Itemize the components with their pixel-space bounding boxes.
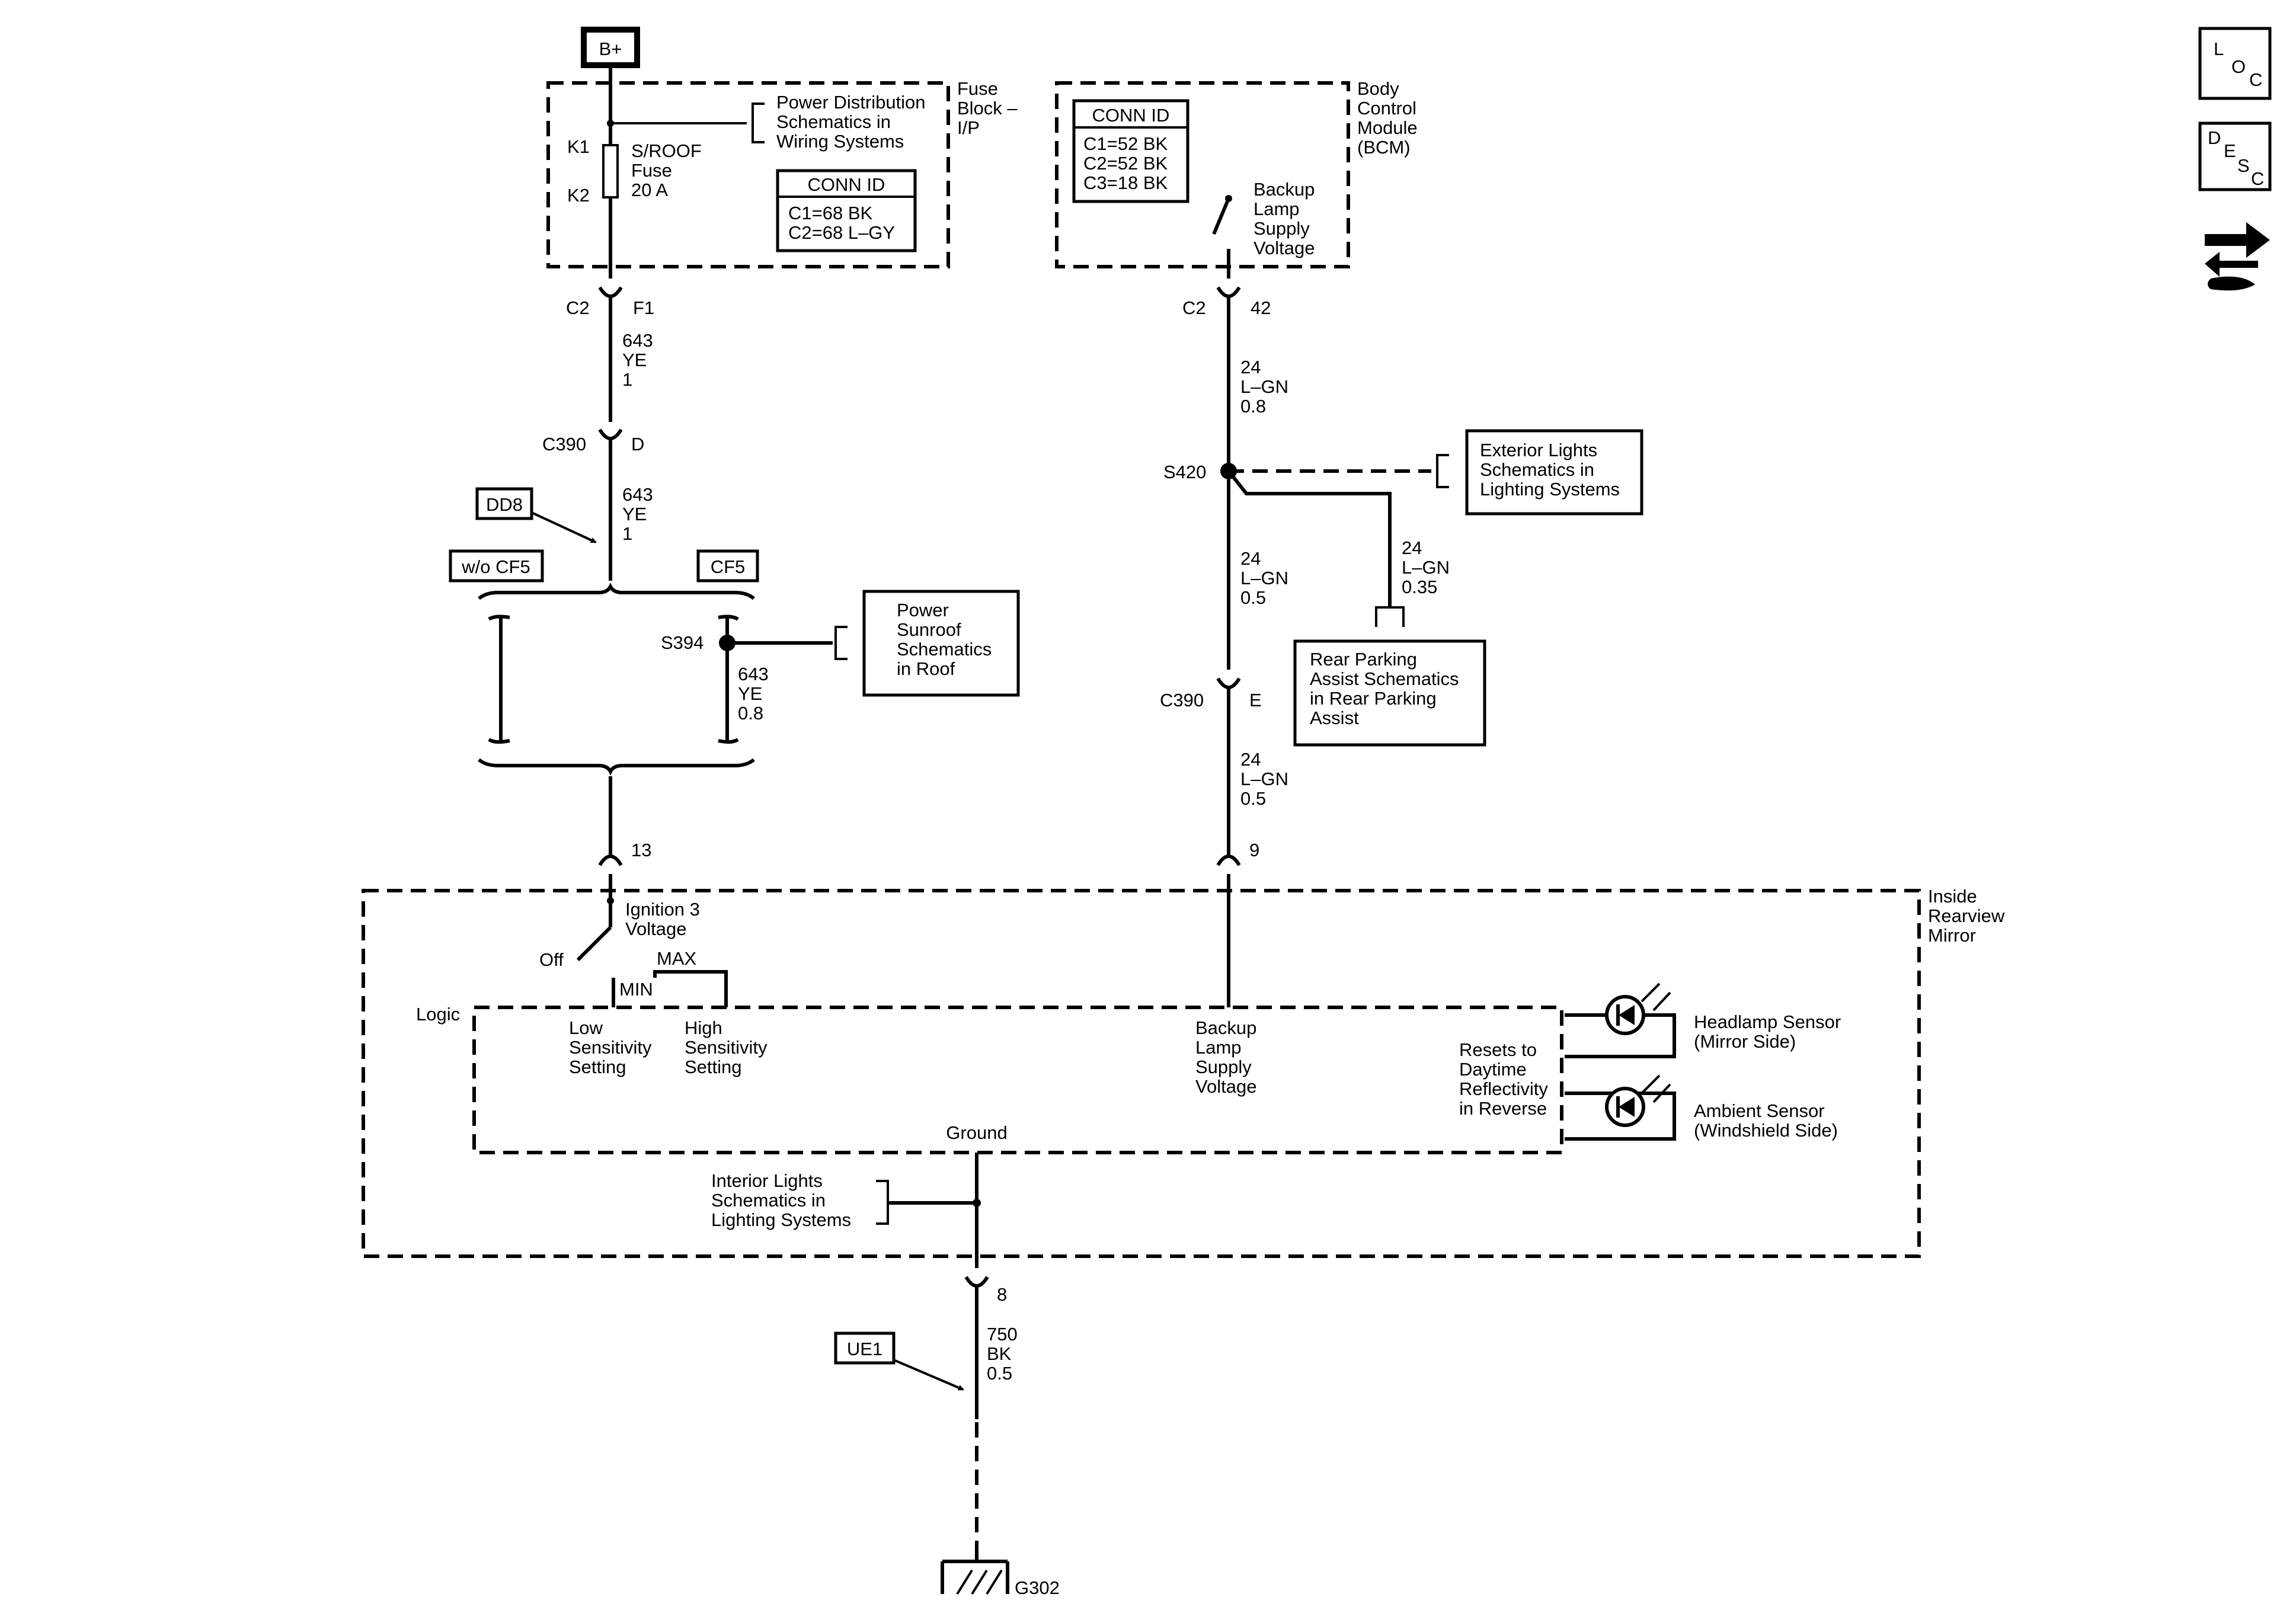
wire-643-ye-08-label: 643 YE 0.8	[738, 664, 773, 724]
pin-13-label: 13	[631, 840, 651, 860]
resets-daytime-label: Resets to Daytime Reflectivity in Revers…	[1459, 1039, 1553, 1119]
g302-label: G302	[1015, 1577, 1060, 1598]
bcm-conn-title: CONN ID	[1092, 105, 1170, 126]
svg-text:Power Sunroof Sche: Power Sunroof Schematics in Roof	[897, 600, 997, 679]
s420-label: S420	[1163, 462, 1206, 482]
rear-parking-assist-ref: Rear Parking Assist Schematics in Rear P…	[1293, 639, 1486, 747]
desc-icon[interactable]: D E S C	[2198, 121, 2272, 191]
s394-label: S394	[661, 632, 703, 653]
svg-text:D: D	[2208, 127, 2221, 148]
e-label: E	[1249, 690, 1262, 710]
body-control-module: Body Control Module (BCM) CONN ID C1=52 …	[1055, 78, 1422, 279]
battery-label: B+	[599, 39, 622, 59]
arrows-wrench-icon[interactable]	[2205, 222, 2270, 291]
svg-text:Rear Parking Assist Sche: Rear Parking Assist Schematics in Rear P…	[1310, 649, 1464, 728]
power-distribution-ref: Power Distribution Schematics in Wiring …	[776, 92, 930, 152]
svg-text:w/o CF5: w/o CF5	[461, 556, 530, 577]
bcm-conn-ids: C1=52 BK C2=52 BK C3=18 BK	[1083, 133, 1173, 193]
wire-643-ye-1b-label: 643 YE 1	[622, 484, 658, 544]
f1-label: F1	[633, 297, 654, 318]
pin-9-label: 9	[1249, 840, 1259, 860]
d-label: D	[631, 434, 644, 454]
loc-icon[interactable]: L O C	[2198, 27, 2272, 100]
svg-text:C: C	[2251, 168, 2264, 189]
interior-lights-ref: Interior Lights Schematics in Lighting S…	[711, 1170, 851, 1230]
wire-24-lgn-08-label: 24 L–GN 0.8	[1240, 357, 1294, 417]
headlamp-sensor-label: Headlamp Sensor (Mirror Side)	[1694, 1012, 1846, 1052]
k1-label: K1	[567, 136, 590, 157]
wire-643-ye-1-label: 643 YE 1	[622, 330, 658, 390]
c390-left-label: C390	[542, 434, 586, 454]
battery-terminal: B+	[581, 27, 640, 68]
svg-text:L: L	[2214, 39, 2224, 59]
low-sensitivity-label: Low Sensitivity Setting	[569, 1017, 657, 1077]
fuse-block-ip: Fuse Block – I/P Power Distribution Sche…	[546, 78, 1022, 268]
fuse-conn-ids: C1=68 BK C2=68 L–GY	[788, 203, 895, 243]
cf5-tag: CF5	[696, 549, 759, 582]
k2-label: K2	[567, 185, 590, 206]
backup-lamp-input-label: Backup Lamp Supply Voltage	[1195, 1017, 1262, 1097]
fuse-label: S/ROOF Fuse 20 A	[631, 140, 706, 200]
ignition-3-voltage-label: Ignition 3 Voltage	[625, 899, 705, 939]
ground-g302-icon	[941, 1555, 1009, 1595]
ambient-sensor-photodiode	[1565, 1074, 1676, 1141]
svg-text:S: S	[2237, 155, 2250, 176]
ue1-tag: UE1	[834, 1331, 964, 1391]
bcm-backup-supply-label: Backup Lamp Supply Voltage	[1253, 179, 1320, 258]
wo-cf5-tag: w/o CF5	[449, 549, 544, 582]
svg-text:E: E	[2224, 140, 2236, 161]
sroof-fuse	[602, 144, 619, 199]
high-sensitivity-label: High Sensitivity Setting	[685, 1017, 772, 1077]
svg-text:C: C	[2249, 69, 2262, 90]
exterior-lights-ref: Exterior Lights Schematics in Lighting S…	[1465, 429, 1643, 516]
dd8-tag: DD8	[475, 487, 597, 543]
max-label: MAX	[657, 948, 697, 969]
svg-text:CF5: CF5	[711, 556, 746, 577]
ambient-sensor-label: Ambient Sensor (Windshield Side)	[1694, 1100, 1838, 1141]
wire-24-lgn-035-label: 24 L–GN 0.35	[1402, 537, 1455, 597]
logic-label: Logic	[416, 1004, 460, 1025]
ground-label: Ground	[946, 1122, 1007, 1143]
min-label: MIN	[619, 979, 653, 1000]
fuse-block-title: Fuse Block – I/P	[957, 78, 1022, 138]
c2-right-label: C2	[1182, 297, 1206, 318]
c390-right-label: C390	[1160, 690, 1204, 710]
svg-text:Exterior Lights Schemati: Exterior Lights Schematics in Lighting S…	[1480, 440, 1620, 500]
wire-750-bk-05-label: 750 BK 0.5	[987, 1324, 1022, 1384]
wire-24-lgn-05b-label: 24 L–GN 0.5	[1240, 749, 1294, 809]
headlamp-sensor-photodiode	[1565, 982, 1676, 1058]
svg-text:O: O	[2231, 56, 2246, 77]
inside-rearview-mirror: Inside Rearview Mirror	[362, 886, 2010, 1258]
wire-24-lgn-05a-label: 24 L–GN 0.5	[1240, 548, 1294, 608]
svg-text:DD8: DD8	[486, 494, 523, 515]
pin-42-label: 42	[1251, 297, 1271, 318]
c2-left-label: C2	[566, 297, 590, 318]
bcm-title: Body Control Module (BCM)	[1357, 78, 1422, 158]
mirror-title: Inside Rearview Mirror	[1928, 886, 2010, 946]
off-label: Off	[539, 949, 564, 970]
power-sunroof-ref: Power Sunroof Schematics in Roof	[862, 590, 1020, 697]
pin-8-label: 8	[997, 1284, 1007, 1305]
svg-text:UE1: UE1	[847, 1339, 882, 1359]
logic-block: Logic	[416, 1004, 1563, 1154]
fuse-conn-title: CONN ID	[808, 174, 885, 195]
